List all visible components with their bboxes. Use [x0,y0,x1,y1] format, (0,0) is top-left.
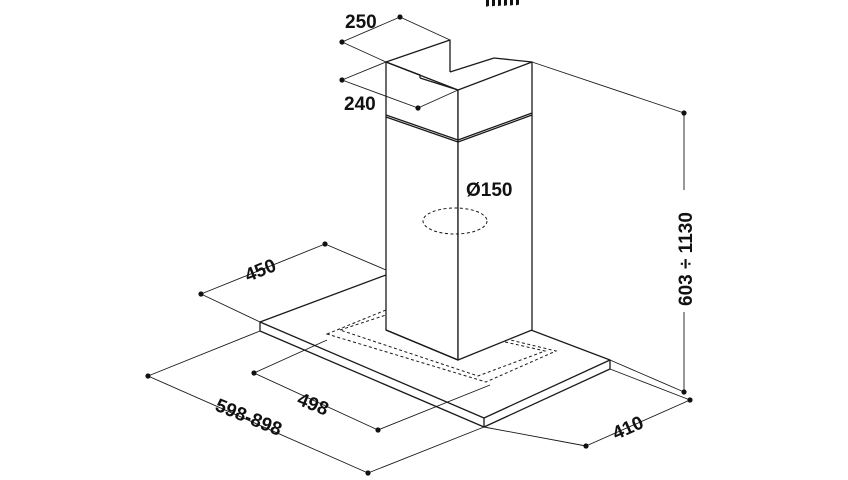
dim-chimney-depth: 240 [339,61,459,115]
label-410: 410 [609,412,647,444]
label-height: 603 ÷ 1130 [676,212,697,306]
label-450: 450 [242,255,279,286]
vent-grille-icon [486,0,519,7]
filter-outline-dashed [325,309,558,383]
label-duct-diameter: Ø150 [466,180,512,201]
chimney [385,39,533,361]
duct-outlet-dashed [422,207,488,235]
dim-chimney-width: 250 [339,12,451,63]
label-250: 250 [345,12,377,33]
label-598-898: 598-898 [212,395,285,441]
label-240: 240 [344,94,376,115]
dim-height: 603 ÷ 1130 [531,61,697,395]
label-498: 498 [294,389,331,420]
